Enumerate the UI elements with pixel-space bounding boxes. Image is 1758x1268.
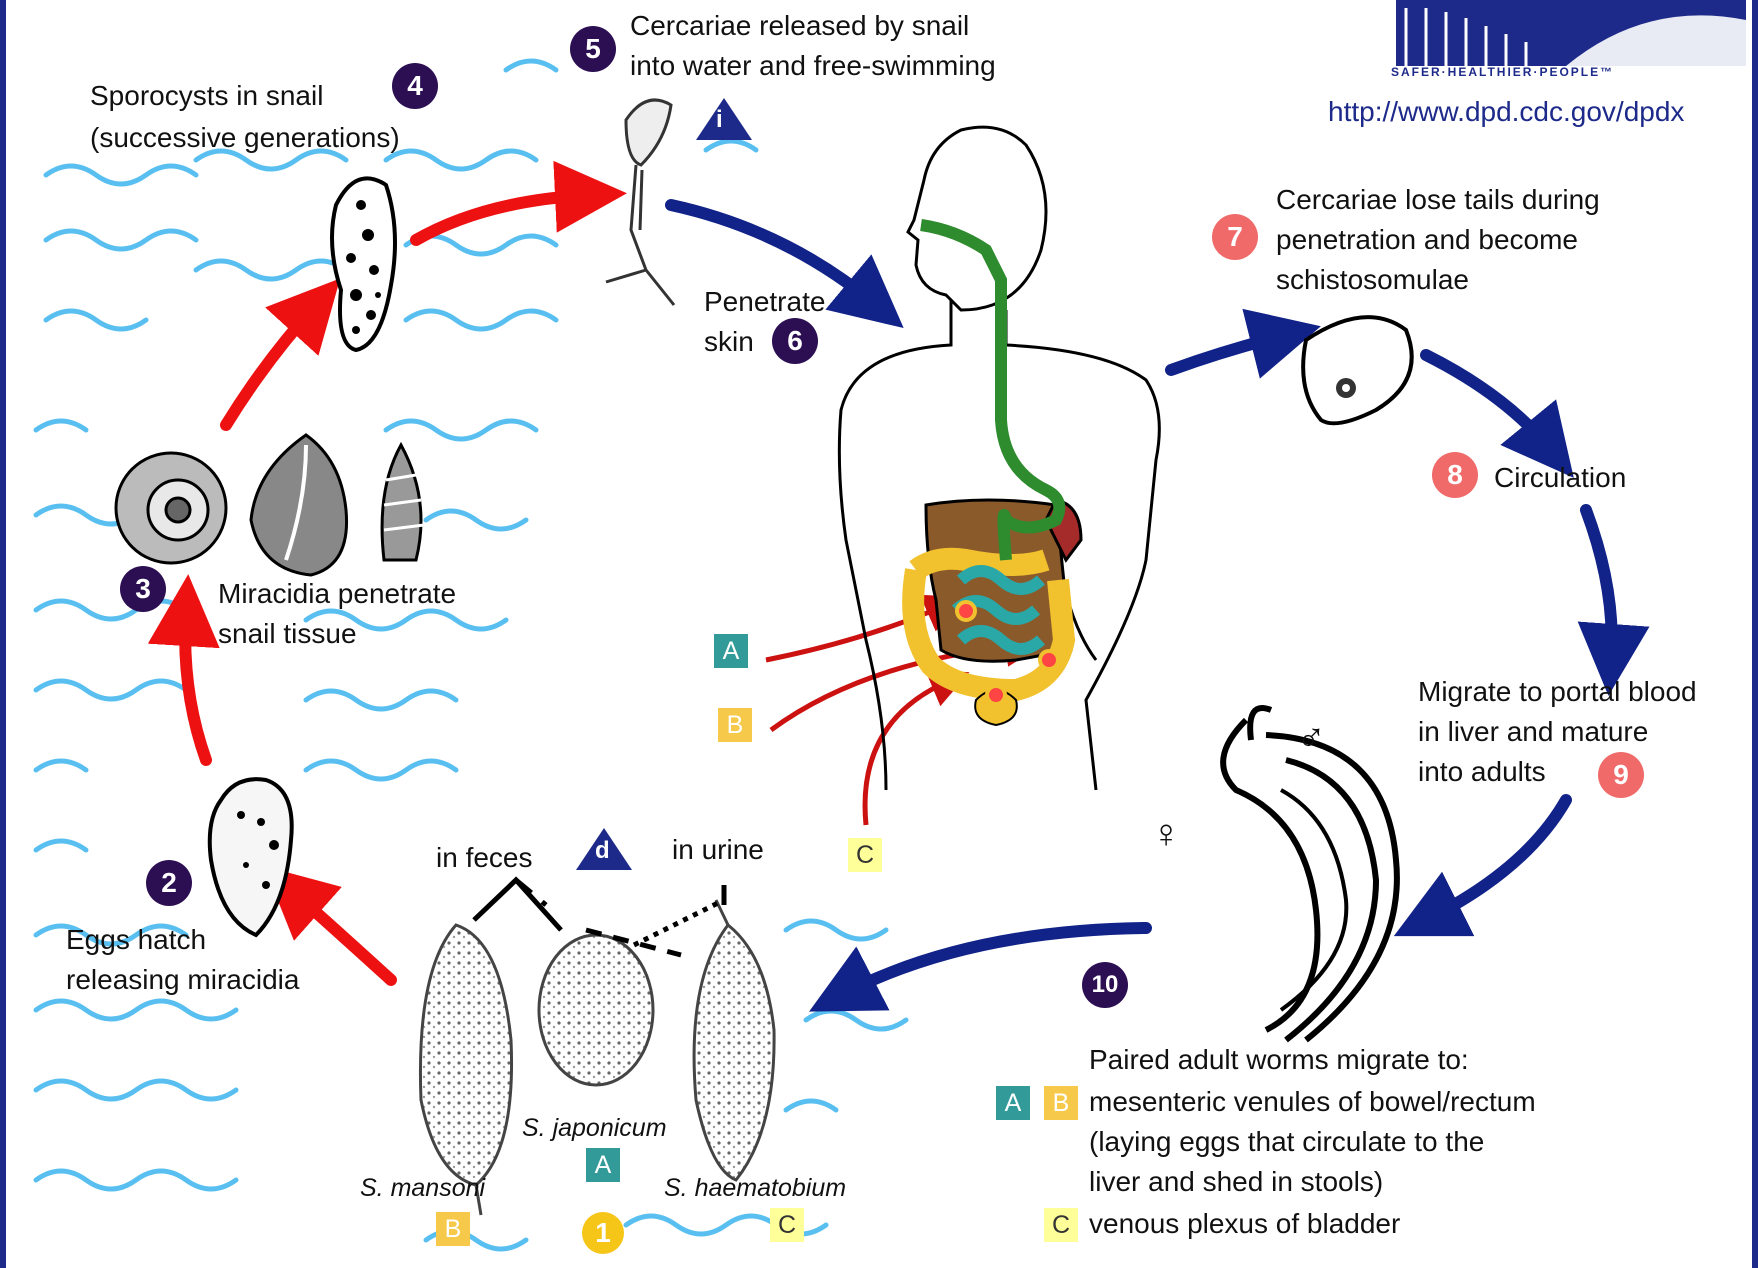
step-10-badge: 10 <box>1082 962 1128 1008</box>
schistosomulum-illustration <box>1303 317 1412 423</box>
snail-illustrations <box>116 435 424 575</box>
arrow-sporocyst-to-cercariae <box>416 195 591 240</box>
step-6-line2: skin <box>704 322 754 362</box>
step-6-line1: Penetrate <box>704 282 825 322</box>
step-4-line2: (successive generations) <box>90 118 400 158</box>
arrow-miracidia-to-snail <box>185 610 206 760</box>
step-5-line2: into water and free-swimming <box>630 46 996 86</box>
step-7-badge: 7 <box>1212 214 1258 260</box>
diagnostic-stage-letter: d <box>595 831 610 871</box>
step-10-line3: (laying eggs that circulate to the <box>1089 1122 1484 1162</box>
step-8-line1: Circulation <box>1494 458 1626 498</box>
haematobium-label: S. haematobium <box>664 1168 846 1208</box>
step-7-line2: penetration and become <box>1276 220 1578 260</box>
arrow-to-adult-worms <box>1426 800 1566 920</box>
step-9-line3: into adults <box>1418 752 1546 792</box>
step-10-line1: Paired adult worms migrate to: <box>1089 1040 1469 1080</box>
step-7-line1: Cercariae lose tails during <box>1276 180 1600 220</box>
cdc-logo <box>1396 0 1746 66</box>
arrow-to-circulation <box>1426 355 1551 450</box>
step-4-badge: 4 <box>392 63 438 109</box>
step-9-line1: Migrate to portal blood <box>1418 672 1697 712</box>
step-5-line1: Cercariae released by snail <box>630 6 969 46</box>
infective-stage-marker <box>694 96 754 142</box>
site-box-A-legend: A <box>996 1086 1030 1120</box>
arrow-human-to-schistosomulae <box>1171 335 1286 370</box>
step-8-badge: 8 <box>1432 452 1478 498</box>
site-box-A: A <box>714 634 748 668</box>
intestine-illustration <box>913 225 1081 725</box>
step-3-line1: Miracidia penetrate <box>218 574 456 614</box>
arrow-snail-to-sporocyst <box>226 305 316 425</box>
site-box-C-legend: C <box>1044 1208 1078 1242</box>
in-feces-label: in feces <box>436 838 533 878</box>
step-2-line1: Eggs hatch <box>66 920 206 960</box>
mansoni-label: S. mansoni <box>360 1168 485 1208</box>
step-6-badge: 6 <box>772 318 818 364</box>
arrow-eggs-to-miracidia <box>291 890 391 980</box>
infective-stage-letter: i <box>716 100 723 140</box>
step-9-badge: 9 <box>1598 752 1644 798</box>
site-box-C: C <box>848 838 882 872</box>
step-2-line2: releasing miracidia <box>66 960 299 1000</box>
site-box-B: B <box>718 708 752 742</box>
sporocyst-illustration <box>332 178 395 350</box>
step-1-badge: 1 <box>582 1212 624 1254</box>
step-4-line1: Sporocysts in snail <box>90 76 323 116</box>
step-10-line4: liver and shed in stools) <box>1089 1162 1383 1202</box>
male-symbol: ♂ <box>1296 718 1326 758</box>
source-url[interactable]: http://www.dpd.cdc.gov/dpdx <box>1328 96 1684 128</box>
step-5-badge: 5 <box>570 26 616 72</box>
japonicum-box-A: A <box>586 1148 620 1182</box>
step-10-line5: venous plexus of bladder <box>1089 1204 1400 1244</box>
step-3-line2: snail tissue <box>218 614 357 654</box>
mansoni-box-B: B <box>436 1212 470 1246</box>
arrow-circulation-to-liver <box>1586 510 1612 660</box>
female-symbol: ♀ <box>1151 814 1181 854</box>
haematobium-box-C: C <box>770 1208 804 1242</box>
step-9-line2: in liver and mature <box>1418 712 1648 752</box>
step-10-line2: mesenteric venules of bowel/rectum <box>1089 1082 1536 1122</box>
step-2-badge: 2 <box>146 860 192 906</box>
logo-tagline: SAFER·HEALTHIER·PEOPLE™ <box>1391 64 1614 80</box>
step-3-badge: 3 <box>120 566 166 612</box>
site-box-B-legend: B <box>1044 1086 1078 1120</box>
cercaria-illustration <box>606 100 674 305</box>
in-urine-label: in urine <box>672 830 764 870</box>
step-7-line3: schistosomulae <box>1276 260 1469 300</box>
japonicum-label: S. japonicum <box>522 1108 667 1148</box>
miracidium-illustration <box>210 779 292 935</box>
